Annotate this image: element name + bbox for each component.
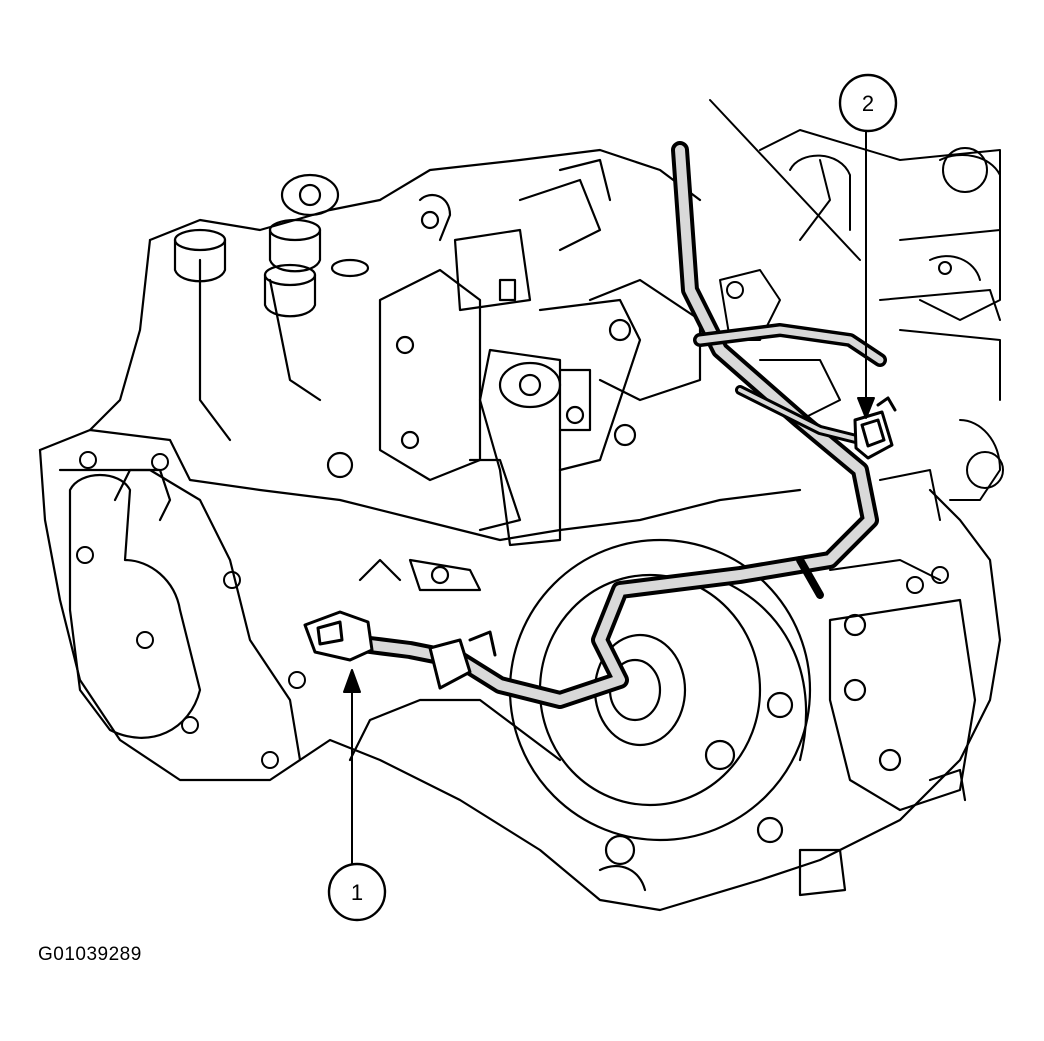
callout-1-label: 1 bbox=[351, 880, 363, 905]
callout-leaders bbox=[343, 127, 875, 871]
shift-mechanism bbox=[173, 158, 702, 592]
connector-1 bbox=[303, 610, 497, 690]
upper-engine-components bbox=[709, 99, 1004, 501]
callout-2 bbox=[838, 73, 898, 133]
callout-1 bbox=[327, 862, 387, 922]
connector-2 bbox=[853, 396, 897, 460]
end-cover-bolts bbox=[76, 451, 306, 769]
transaxle-housing bbox=[38, 148, 1002, 912]
callout-2-label: 2 bbox=[862, 91, 874, 116]
figure-id: G01039289 bbox=[38, 944, 142, 965]
